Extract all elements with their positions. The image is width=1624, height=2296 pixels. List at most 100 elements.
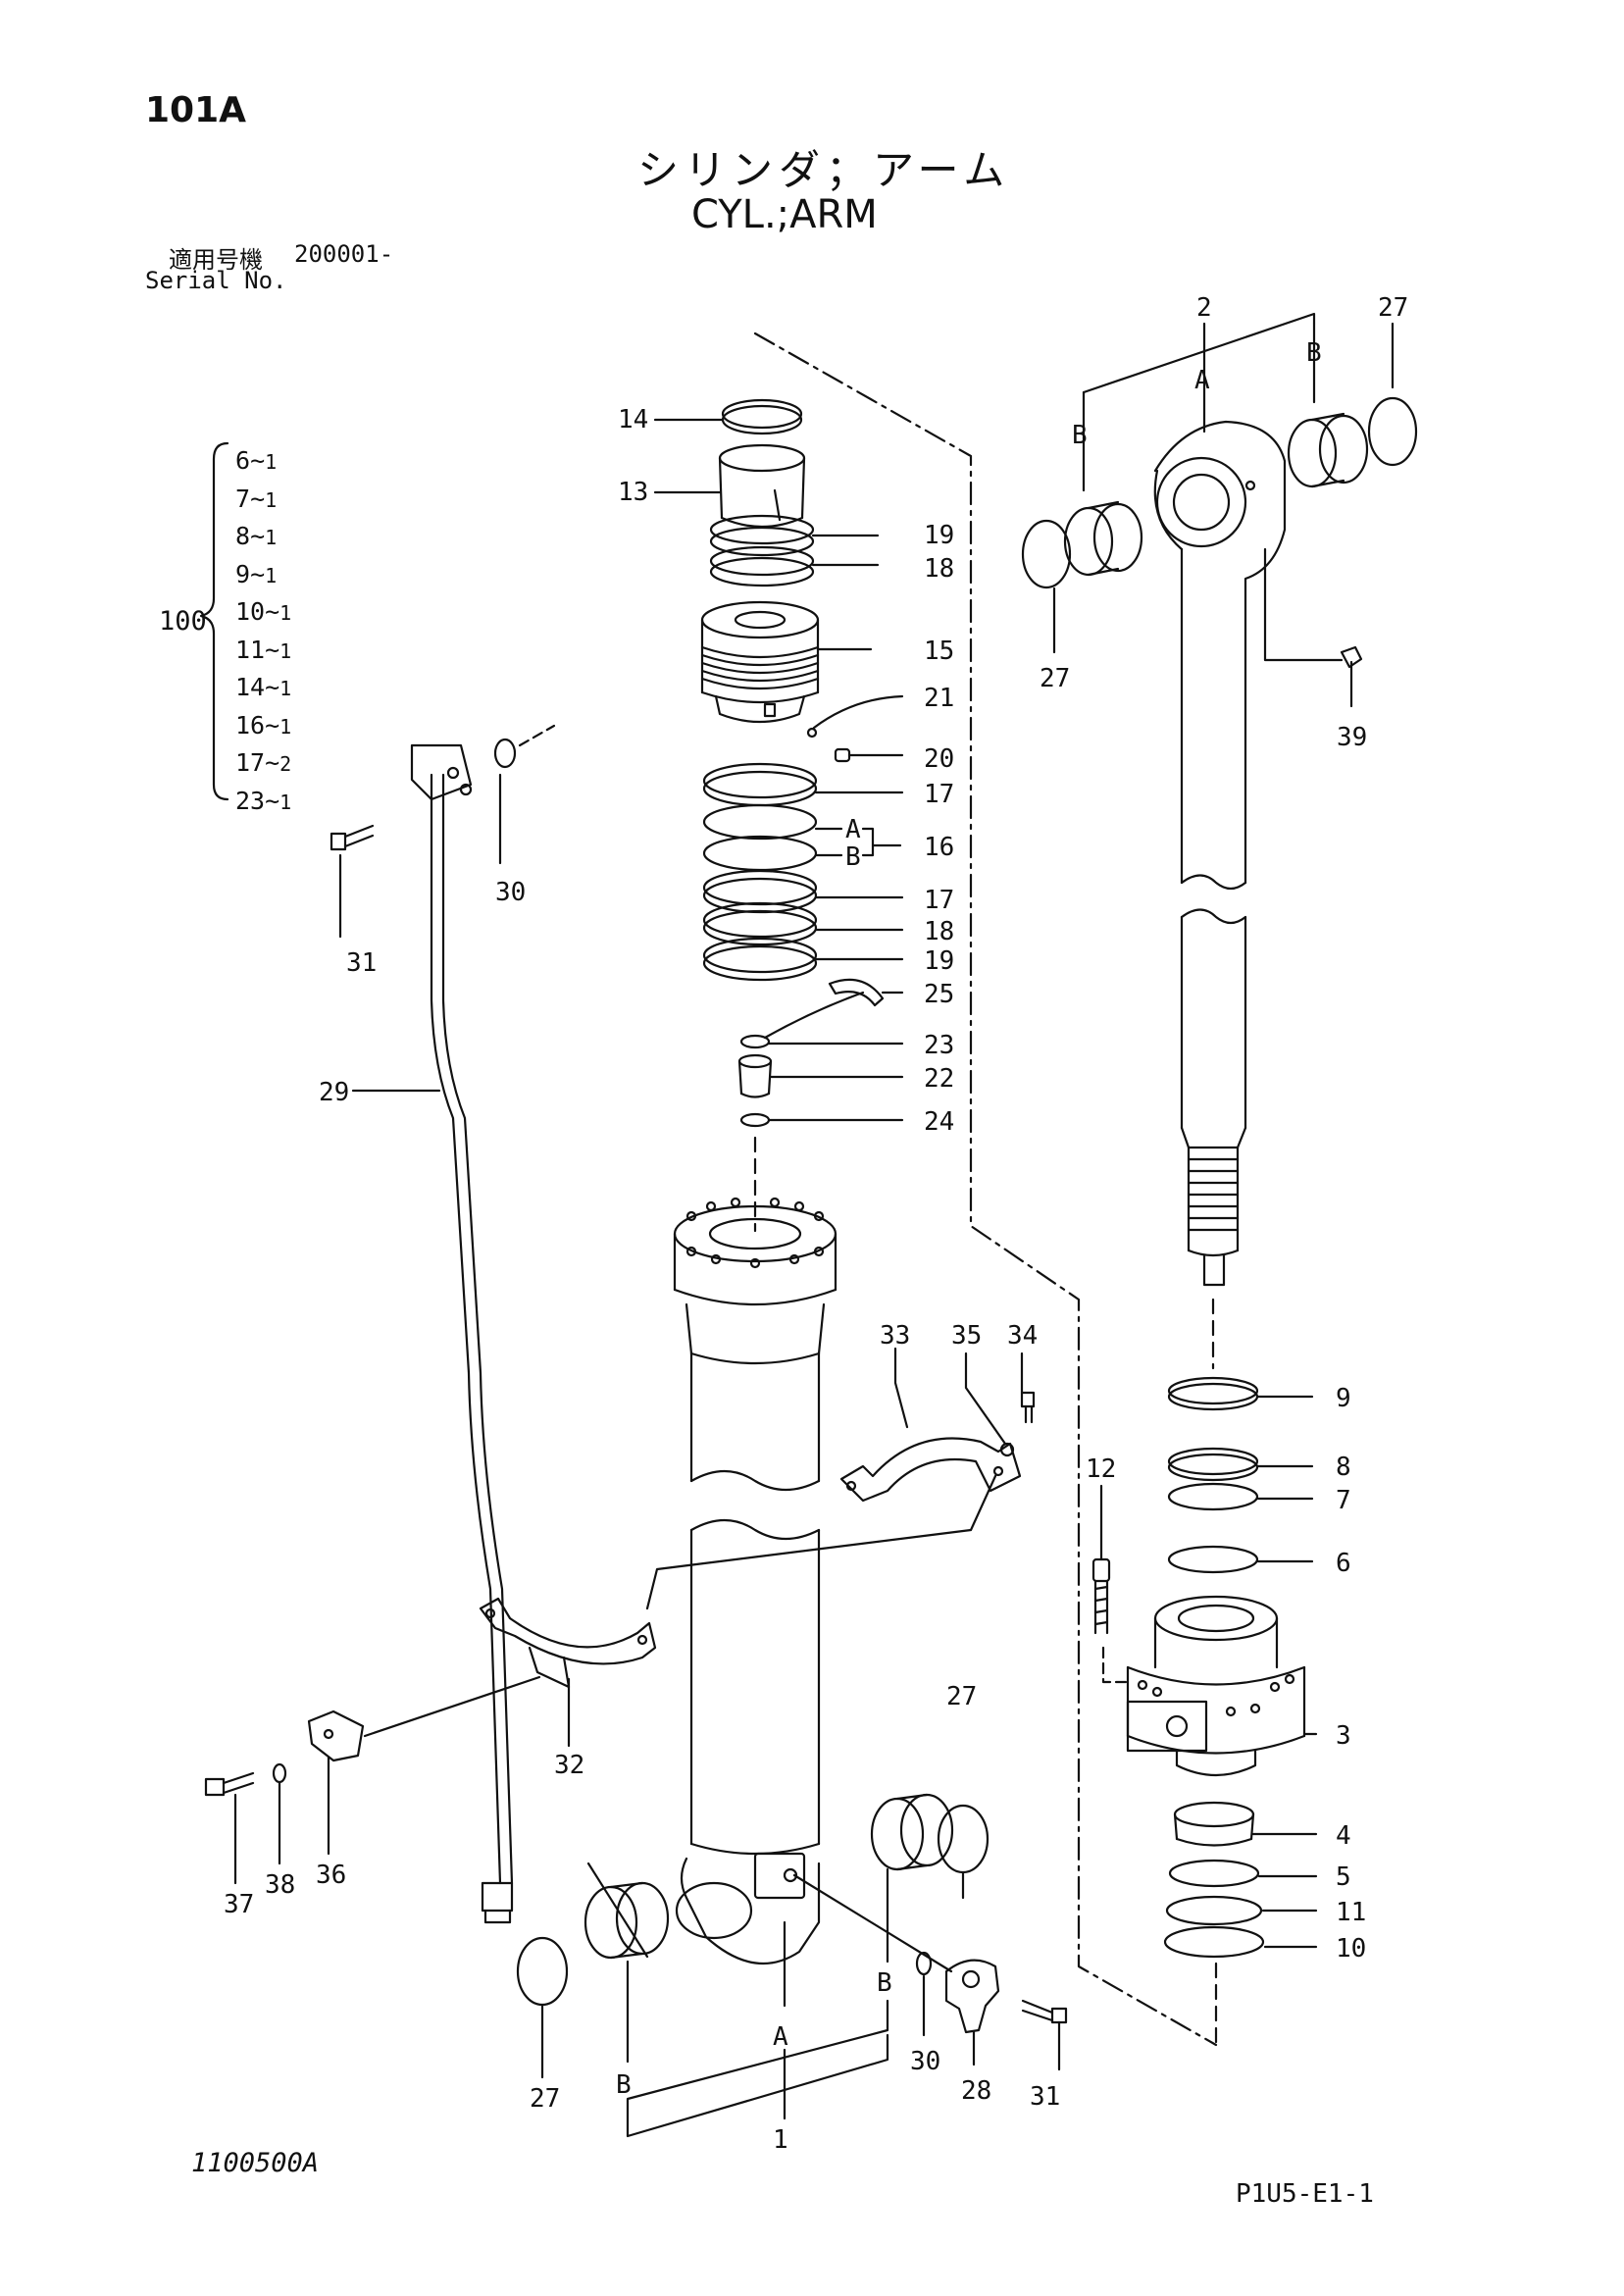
kit-item: 11~1 [235, 636, 291, 664]
ring-stack-17-16-17-18-19-drawing [702, 762, 818, 982]
ring-6-drawing [1167, 1545, 1259, 1574]
callout-30b: 30 [910, 2047, 940, 2076]
bolt-37-drawing [204, 1771, 255, 1797]
ring-27-rod-left-drawing [1021, 519, 1072, 589]
kit-item: 7~1 [235, 485, 277, 513]
serial-value: 200001- [294, 240, 394, 268]
callout-30a: 30 [495, 878, 526, 907]
kit-item-qty: 1 [279, 790, 292, 814]
callout-9: 9 [1336, 1384, 1351, 1413]
kit-item-qty: 1 [265, 450, 278, 474]
cylinder-tube-1-drawing [673, 1204, 837, 1965]
callout-25: 25 [924, 980, 954, 1009]
kit-item: 16~1 [235, 711, 291, 740]
kit-item-separator: ~ [250, 559, 266, 588]
callout-14: 14 [618, 405, 648, 434]
washer-38-drawing [272, 1762, 287, 1784]
bushing-b-right-drawing [870, 1793, 954, 1871]
kit-label: 100 [159, 606, 207, 637]
callout-34: 34 [1007, 1321, 1038, 1351]
o-ring-30-bottom-drawing [915, 1951, 933, 1976]
callout-1: 1 [773, 2125, 788, 2155]
kit-item-part: 11 [235, 635, 266, 664]
callout-18b: 18 [924, 917, 954, 946]
ring-11-drawing [1165, 1895, 1263, 1926]
callout-28: 28 [961, 2076, 991, 2106]
callout-19a: 19 [924, 521, 954, 550]
bolt-12-drawing [1091, 1557, 1111, 1635]
ring-27-left-drawing [516, 1936, 569, 2007]
seal-19-18-drawing [709, 514, 815, 587]
assembly-boundary-line [753, 332, 1218, 2047]
figure-code: 1100500A [191, 2148, 320, 2178]
callout-sub-a3: A [773, 2022, 788, 2052]
ring-5-drawing [1168, 1859, 1260, 1888]
elbow-28-drawing [944, 1959, 1000, 2034]
kit-item-part: 17 [235, 748, 266, 777]
callout-sub-b2: B [1072, 421, 1088, 450]
serial-label-english: Serial No. [145, 267, 287, 294]
callout-27a: 27 [1378, 293, 1408, 323]
o-ring-30-top-drawing [493, 738, 517, 769]
bushing-4-drawing [1173, 1801, 1255, 1847]
kit-item-qty: 1 [279, 677, 292, 700]
callout-39: 39 [1337, 723, 1367, 752]
clip-25-drawing [828, 978, 885, 1007]
bushing-13-drawing [718, 443, 806, 529]
callout-sub-a2: A [1194, 366, 1210, 395]
callout-7: 7 [1336, 1486, 1351, 1515]
title-japanese: シリンダ；アーム [637, 146, 1011, 194]
kit-item-qty: 1 [279, 601, 292, 625]
bolt-31-bottom-drawing [1021, 1999, 1068, 2024]
callout-37: 37 [224, 1890, 254, 1919]
page-code: 101A [145, 90, 247, 130]
ring-27-right-bottom-drawing [937, 1804, 990, 1874]
ring-8-drawing [1167, 1447, 1259, 1482]
serial-label-japanese: 適用号機 [169, 246, 263, 274]
kit-item-separator: ~ [265, 673, 280, 701]
page-reference: P1U5-E1-1 [1236, 2179, 1374, 2209]
kit-item: 9~1 [235, 560, 277, 588]
kit-item-part: 10 [235, 597, 266, 626]
kit-item-separator: ~ [265, 635, 280, 664]
title-english: CYL.;ARM [691, 192, 878, 237]
kit-item-part: 16 [235, 710, 266, 740]
ring-27-rod-right-drawing [1367, 396, 1418, 467]
callout-8: 8 [1336, 1453, 1351, 1482]
kit-item-qty: 1 [279, 714, 292, 739]
callout-20: 20 [924, 744, 954, 774]
kit-item-separator: ~ [250, 484, 266, 513]
callout-23: 23 [924, 1031, 954, 1060]
callout-11: 11 [1336, 1898, 1366, 1927]
callout-27b: 27 [1040, 664, 1070, 693]
kit-item-part: 9 [235, 559, 251, 588]
kit-item-part: 7 [235, 484, 251, 513]
kit-item: 6~1 [235, 446, 277, 475]
callout-sub-b3: B [1306, 338, 1322, 368]
ring-10-drawing [1163, 1925, 1265, 1959]
callout-27d: 27 [530, 2084, 560, 2114]
bolt-34-drawing [1020, 1391, 1036, 1424]
kit-item-qty: 1 [265, 526, 278, 549]
callout-3: 3 [1336, 1721, 1351, 1751]
kit-item: 17~2 [235, 748, 291, 777]
callout-33: 33 [880, 1321, 910, 1351]
callout-2: 2 [1196, 293, 1212, 323]
cylinder-head-bolt-holes [685, 1197, 825, 1269]
block-36-drawing [307, 1709, 365, 1762]
piston-15-drawing [700, 600, 820, 724]
collar-22-23-24-drawing [737, 1034, 773, 1128]
kit-item: 10~1 [235, 597, 291, 626]
kit-item: 8~1 [235, 522, 277, 550]
washer-35-drawing [999, 1442, 1015, 1457]
kit-item-part: 23 [235, 786, 266, 815]
callout-10: 10 [1336, 1934, 1366, 1964]
kit-item-separator: ~ [250, 522, 266, 550]
kit-item-part: 14 [235, 673, 266, 701]
callout-21: 21 [924, 684, 954, 713]
kit-item: 14~1 [235, 673, 291, 701]
bushing-b-rod-left-drawing [1063, 500, 1143, 577]
callout-15: 15 [924, 637, 954, 666]
piston-rod-2-drawing [1153, 420, 1287, 1287]
kit-item-separator: ~ [250, 446, 266, 475]
